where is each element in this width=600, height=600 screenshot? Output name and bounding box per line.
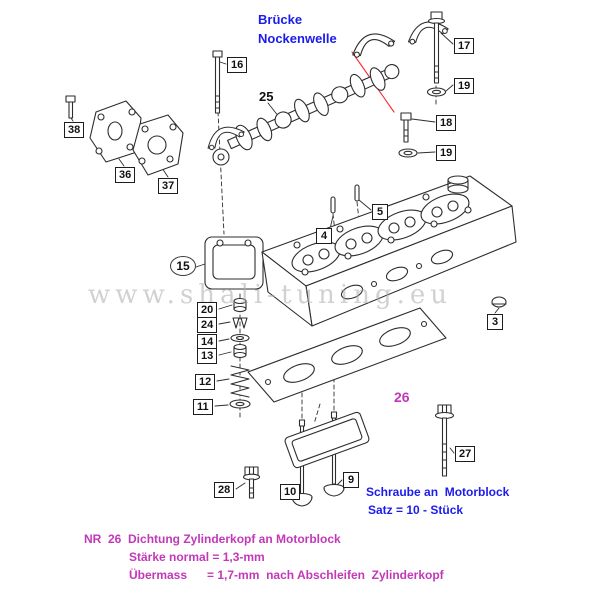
callout-37: 37: [158, 178, 179, 194]
gasket-37-drawing: [132, 114, 184, 176]
label-nockenwelle: Nockenwelle: [258, 31, 337, 46]
callout-15: 15: [170, 256, 196, 276]
callout-36: 36: [115, 167, 136, 183]
callout-25: 25: [259, 89, 274, 104]
bolt-28-drawing: [242, 466, 261, 499]
callout-9: 9: [343, 472, 359, 488]
bolt-27-drawing: [434, 404, 455, 477]
callout-14: 14: [197, 334, 218, 350]
callout-10: 10: [280, 484, 301, 500]
bolt-16-drawing: [212, 50, 223, 114]
screw-38-drawing: [65, 95, 76, 119]
callout-20: 20: [197, 302, 218, 318]
callout-12: 12: [195, 374, 216, 390]
note-staerke: Stärke normal = 1,3-mm: [129, 550, 265, 564]
callout-38: 38: [64, 122, 85, 138]
gasket-number-label: 26: [394, 389, 410, 405]
plug-3-drawing: [491, 296, 507, 308]
stud-18-drawing: [400, 112, 412, 143]
label-bruecke: Brücke: [258, 12, 303, 27]
note-uebermass: Übermass = 1,7-mm nach Abschleifen Zylin…: [129, 568, 444, 582]
callout-11: 11: [193, 399, 213, 415]
watermark-text: www.shali-tuning.eu: [88, 280, 452, 310]
callout-19-bottom: 19: [436, 145, 457, 161]
callout-3: 3: [487, 314, 503, 330]
leader-lines: [70, 32, 500, 496]
tappet-drawing: [212, 148, 230, 166]
cylinder-head-drawing: [261, 175, 517, 327]
callout-16: 16: [227, 57, 248, 73]
head-gasket-26-drawing: [247, 307, 447, 403]
callout-13: 13: [197, 348, 218, 364]
label-schraube-motorblock: Schraube an Motorblock: [366, 485, 510, 499]
valve-stack-drawing: [229, 297, 251, 409]
camshaft-drawing: [227, 64, 400, 151]
callout-4: 4: [316, 228, 332, 244]
note-dichtung: NR 26 Dichtung Zylinderkopf an Motorbloc…: [84, 532, 341, 546]
bottom-plate-drawing: [284, 411, 370, 469]
bracket-36-drawing: [89, 100, 142, 163]
washers-19-drawing: [398, 87, 447, 158]
callout-24: 24: [197, 317, 218, 333]
pedestal-15-drawing: [204, 236, 264, 290]
callout-5: 5: [372, 204, 388, 220]
callout-17: 17: [454, 38, 475, 54]
callout-28: 28: [214, 482, 235, 498]
bolt-17-drawing: [427, 11, 446, 84]
callout-18: 18: [436, 115, 457, 131]
callout-19-top: 19: [454, 78, 475, 94]
label-satz-stueck: Satz = 10 - Stück: [368, 503, 464, 517]
callout-27: 27: [455, 446, 476, 462]
